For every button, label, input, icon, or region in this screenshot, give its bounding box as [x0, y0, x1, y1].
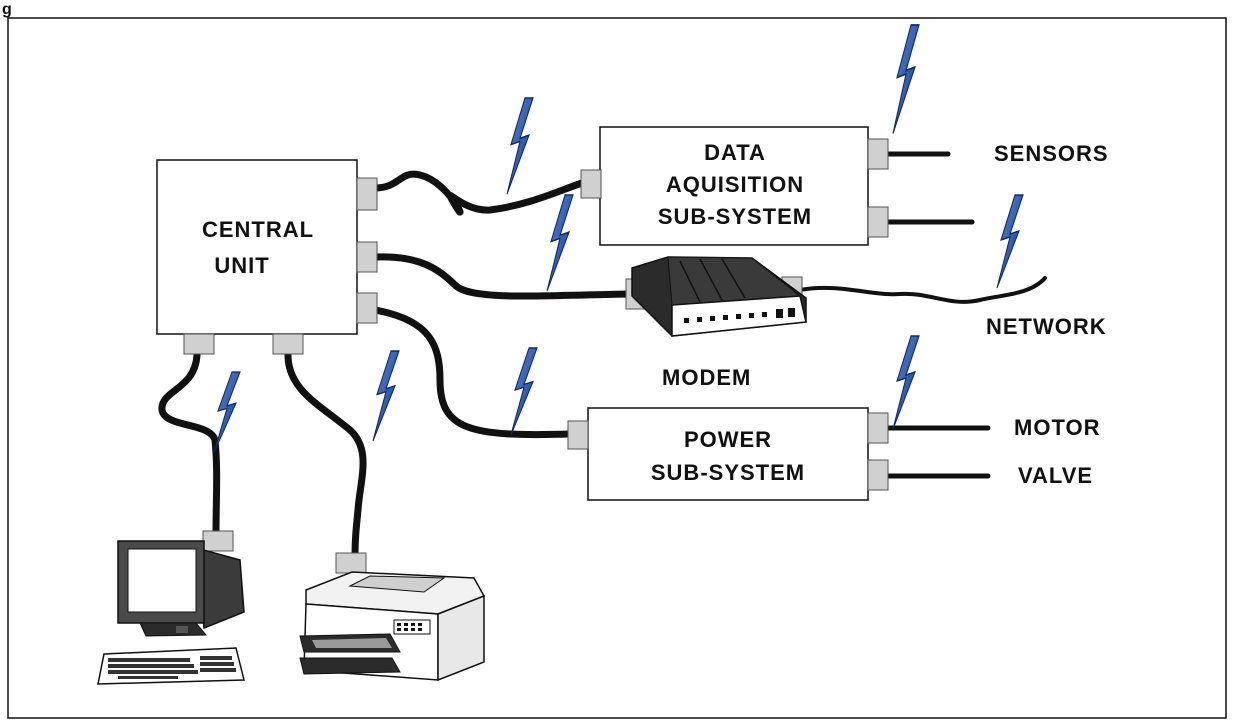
daq-label-line1: DATA — [704, 140, 766, 165]
label-motor: MOTOR — [1014, 415, 1100, 440]
daq-label-line2: AQUISITION — [666, 172, 804, 197]
lightning-icon — [996, 194, 1024, 289]
connector — [335, 552, 367, 574]
central-unit-label-line1: CENTRAL — [202, 217, 314, 242]
figure-frame — [7, 17, 1227, 719]
lightning-icon — [506, 97, 534, 195]
cable-central-to-pc — [158, 351, 221, 537]
cable-central-to-power — [371, 306, 574, 439]
connector — [867, 459, 889, 491]
connector — [272, 333, 304, 355]
computer-terminal — [97, 530, 245, 685]
central-unit-label-line2: UNIT — [214, 253, 269, 278]
data-acquisition-block: DATA AQUISITION SUB-SYSTEM — [580, 126, 889, 246]
power-label-line2: SUB-SYSTEM — [651, 460, 805, 485]
connector — [867, 206, 889, 238]
label-valve: VALVE — [1018, 463, 1093, 488]
connector — [356, 241, 378, 273]
connector — [356, 292, 378, 324]
lightning-icon — [510, 347, 538, 436]
modem-device — [625, 256, 807, 337]
lightning-icon — [546, 194, 574, 292]
lightning-icon — [213, 371, 241, 454]
connector — [867, 412, 889, 444]
power-block: POWER SUB-SYSTEM — [567, 407, 889, 501]
cables — [158, 151, 1047, 560]
label-network: NETWORK — [986, 314, 1107, 339]
lightning-icon — [892, 335, 920, 430]
cable-central-to-printer — [284, 351, 367, 560]
lightning-icon — [892, 24, 920, 135]
connector — [183, 333, 215, 355]
label-sensors: SENSORS — [994, 141, 1109, 166]
connector — [356, 177, 378, 211]
cable-central-to-daq — [371, 170, 589, 216]
daq-label-line3: SUB-SYSTEM — [658, 204, 812, 229]
cable-central-to-modem — [371, 253, 632, 300]
power-label-line1: POWER — [684, 427, 772, 452]
central-unit-block: CENTRAL UNIT — [156, 159, 378, 355]
lightning-icon — [372, 350, 400, 442]
printer-device — [299, 552, 486, 682]
figure-heading: g — [2, 1, 12, 18]
label-modem: MODEM — [662, 365, 751, 390]
connector — [202, 530, 234, 552]
connector — [567, 420, 589, 450]
connector — [580, 169, 602, 199]
cable-modem-to-network — [798, 276, 1047, 304]
connector — [867, 138, 889, 170]
